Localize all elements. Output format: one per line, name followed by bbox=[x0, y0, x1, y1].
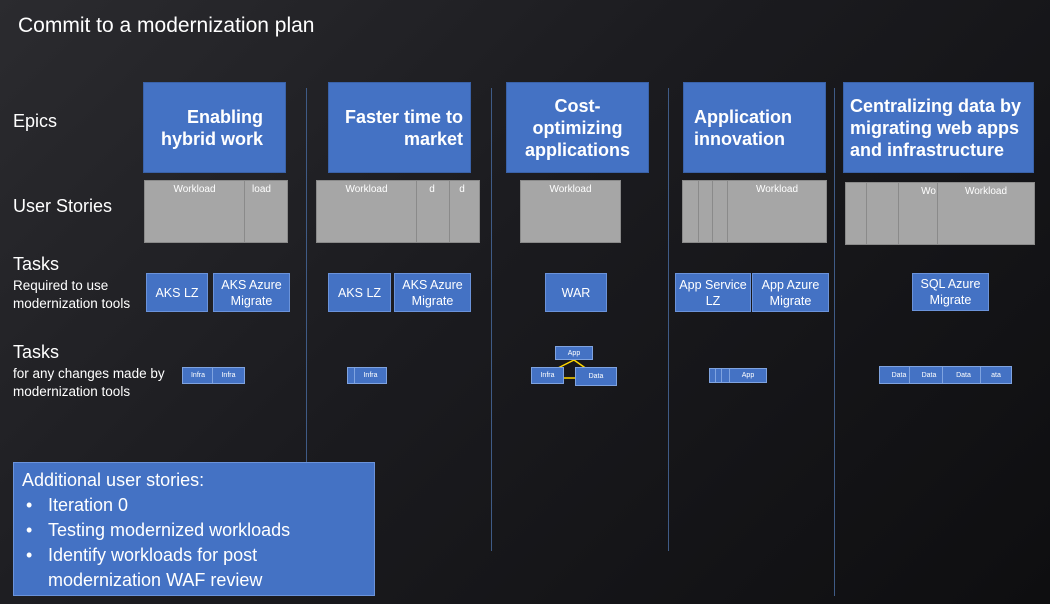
task-app-azure-migrate[interactable]: App Azure Migrate bbox=[752, 273, 829, 312]
mini-task-data[interactable]: Data bbox=[942, 366, 985, 384]
task-aks-lz[interactable]: AKS LZ bbox=[146, 273, 208, 312]
task-aks-azure-migrate[interactable]: AKS Azure Migrate bbox=[213, 273, 290, 312]
task-aks-azure-migrate[interactable]: AKS Azure Migrate bbox=[394, 273, 471, 312]
workload-card[interactable]: Workload bbox=[520, 180, 621, 243]
epic-application-innovation[interactable]: Application innovation bbox=[683, 82, 826, 173]
mini-task-data[interactable]: ata bbox=[980, 366, 1012, 384]
row-label-tasks-required: Tasks bbox=[13, 254, 60, 274]
mini-task-infra[interactable]: Infra bbox=[182, 367, 214, 384]
row-label-user-stories: User Stories bbox=[13, 196, 113, 216]
row-label-epics: Epics bbox=[13, 111, 58, 131]
mini-task-infra[interactable]: Infra bbox=[354, 367, 387, 384]
additional-item: Identify workloads for post modernizatio… bbox=[22, 543, 366, 593]
column-divider bbox=[491, 88, 492, 551]
additional-item: Testing modernized workloads bbox=[22, 518, 366, 543]
workload-card[interactable]: Workload bbox=[144, 180, 245, 243]
row-sublabel-tasks-changes: for any changes made by modernization to… bbox=[13, 366, 165, 399]
task-app-service-lz[interactable]: App Service LZ bbox=[675, 273, 751, 312]
additional-list: Iteration 0 Testing modernized workloads… bbox=[22, 493, 366, 593]
mini-task-infra[interactable]: Infra bbox=[531, 367, 564, 384]
additional-user-stories-box: Additional user stories: Iteration 0 Tes… bbox=[13, 462, 375, 596]
epic-enabling-hybrid-work[interactable]: Enabling hybrid work bbox=[143, 82, 286, 173]
epic-centralizing-data[interactable]: Centralizing data by migrating web apps … bbox=[843, 82, 1034, 173]
task-war[interactable]: WAR bbox=[545, 273, 607, 312]
task-aks-lz[interactable]: AKS LZ bbox=[328, 273, 391, 312]
workload-card[interactable]: Workload bbox=[937, 182, 1035, 245]
page-title: Commit to a modernization plan bbox=[18, 14, 315, 37]
row-label-tasks-changes: Tasks bbox=[13, 342, 60, 362]
row-sublabel-tasks-required: Required to use modernization tools bbox=[13, 278, 131, 311]
task-sql-azure-migrate[interactable]: SQL Azure Migrate bbox=[912, 273, 989, 311]
workload-card[interactable]: d bbox=[444, 180, 480, 243]
epic-cost-optimizing-applications[interactable]: Cost-optimizing applications bbox=[506, 82, 649, 173]
workload-card[interactable]: Workload bbox=[316, 180, 417, 243]
column-divider bbox=[306, 88, 307, 596]
column-divider bbox=[668, 88, 669, 551]
mini-task-data[interactable]: Data bbox=[575, 367, 617, 386]
additional-item: Iteration 0 bbox=[22, 493, 366, 518]
mini-task-app[interactable]: App bbox=[555, 346, 593, 360]
workload-card[interactable]: Workload bbox=[727, 180, 827, 243]
epic-faster-time-to-market[interactable]: Faster time to market bbox=[328, 82, 471, 173]
mini-task-app[interactable]: App bbox=[729, 368, 767, 383]
column-divider bbox=[834, 88, 835, 596]
additional-heading: Additional user stories: bbox=[22, 470, 205, 490]
mini-task-infra[interactable]: Infra bbox=[212, 367, 245, 384]
